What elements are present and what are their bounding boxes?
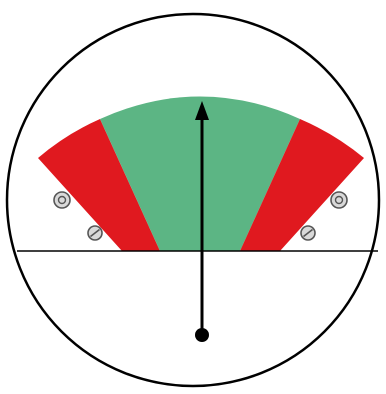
needle-pivot	[195, 328, 209, 342]
slotted-screw-icon	[88, 226, 102, 240]
slotted-screw-icon	[301, 226, 315, 240]
ring-screw-icon	[331, 192, 347, 208]
ring-screw-icon	[54, 192, 70, 208]
